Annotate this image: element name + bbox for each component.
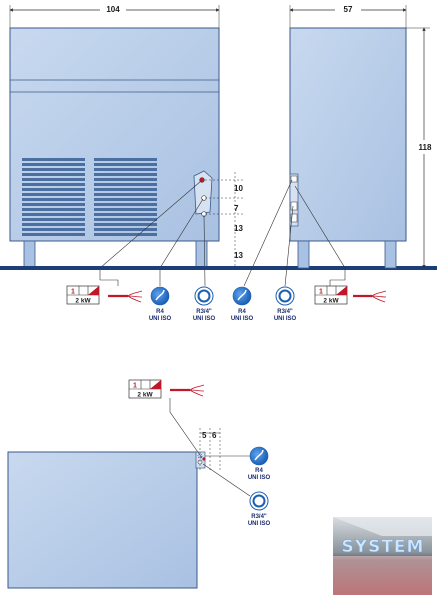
drain-std-front: UNI ISO [193, 316, 216, 322]
side-leg-right [384, 240, 397, 269]
front-leg-left [23, 240, 36, 269]
dim-top-a: 5 [202, 431, 207, 440]
power-symbol-side: 1 2 kW [314, 285, 348, 305]
power-phase-label-side: 1 [319, 289, 323, 296]
grille-slat [22, 223, 85, 226]
power-rating-label-side: 2 kW [323, 298, 339, 305]
grille-slat [94, 173, 157, 176]
dim-offset-mid: 7 [234, 204, 239, 213]
grille-slat [22, 158, 85, 161]
drain-std-top: UNI ISO [248, 521, 271, 527]
grille-slat [22, 188, 85, 191]
grille-slat [94, 208, 157, 211]
water-inlet-size-front: R4 [156, 309, 164, 315]
power-phase-label-top: 1 [133, 383, 137, 390]
grille-slat [22, 233, 85, 236]
drain-size-top: R3/4" [251, 514, 267, 520]
front-leg-right [195, 240, 208, 269]
grille-slat [94, 223, 157, 226]
front-grille-left [22, 158, 85, 236]
water-inlet-std-side: UNI ISO [231, 316, 254, 322]
grille-slat [22, 208, 85, 211]
drain-size-side: R3/4" [277, 309, 293, 315]
top-view: 5 6 1 2 kW R4 UNI ISO [7, 379, 271, 589]
grille-slat [94, 158, 157, 161]
grille-slat [22, 198, 85, 201]
water-inlet-symbol-side: R4 UNI ISO [231, 286, 254, 322]
front-grille-right [94, 158, 157, 236]
drain-symbol-side: R3/4" UNI ISO [274, 286, 297, 322]
top-cabinet [7, 451, 198, 589]
side-connection-panel [289, 173, 299, 227]
power-symbol-front: 1 2 kW [66, 285, 100, 305]
grille-slat [94, 193, 157, 196]
front-view: 104 10 7 13 13 [9, 3, 244, 287]
floor-line [0, 266, 437, 270]
water-inlet-size-top: R4 [255, 468, 263, 474]
grille-slat [22, 173, 85, 176]
power-cable-top [170, 384, 205, 397]
grille-slat [22, 203, 85, 206]
grille-slat [94, 168, 157, 171]
water-inlet-std-top: UNI ISO [248, 475, 271, 481]
drain-std-side: UNI ISO [274, 316, 297, 322]
dim-offset-low: 13 [234, 224, 243, 233]
power-rating-label: 2 kW [75, 298, 91, 305]
top-leader-lines [169, 398, 251, 497]
drain-symbol-front: R3/4" UNI ISO [193, 286, 216, 322]
grille-slat [22, 218, 85, 221]
dim-offset-floor: 13 [234, 251, 243, 260]
front-connection-panel [193, 170, 213, 215]
grille-slat [94, 228, 157, 231]
grille-slat [22, 183, 85, 186]
grille-slat [94, 198, 157, 201]
drain-size-front: R3/4" [196, 309, 212, 315]
grille-slat [22, 168, 85, 171]
side-depth-label: 57 [344, 5, 353, 14]
water-inlet-size-side: R4 [238, 309, 246, 315]
water-inlet-std-front: UNI ISO [149, 316, 172, 322]
grille-slat [94, 163, 157, 166]
grille-slat [22, 163, 85, 166]
power-phase-label: 1 [71, 289, 75, 296]
water-inlet-symbol-top: R4 UNI ISO [248, 446, 271, 481]
grille-slat [94, 218, 157, 221]
grille-slat [22, 193, 85, 196]
side-view: 57 118 [243, 3, 434, 287]
side-cabinet [289, 27, 407, 242]
power-cable-side [353, 290, 387, 303]
side-leader-lines [243, 179, 346, 287]
logo-text: SYSTEM [342, 537, 425, 557]
grille-slat [94, 188, 157, 191]
system-logo: SYSTEM [333, 517, 432, 595]
power-rating-label-top: 2 kW [137, 392, 153, 399]
front-width-label: 104 [106, 5, 120, 14]
side-leg-left [297, 240, 310, 269]
dim-top-b: 6 [212, 431, 217, 440]
power-symbol-top: 1 2 kW [128, 379, 162, 399]
grille-slat [22, 228, 85, 231]
water-inlet-symbol-front: R4 UNI ISO [149, 286, 172, 322]
grille-slat [94, 183, 157, 186]
grille-slat [94, 213, 157, 216]
drain-symbol-top: R3/4" UNI ISO [248, 491, 271, 527]
side-height-label: 118 [419, 143, 432, 152]
grille-slat [94, 203, 157, 206]
grille-slat [94, 178, 157, 181]
grille-slat [94, 233, 157, 236]
dim-offset-top: 10 [234, 184, 243, 193]
grille-slat [22, 178, 85, 181]
grille-slat [22, 213, 85, 216]
power-cable-front [108, 290, 143, 303]
